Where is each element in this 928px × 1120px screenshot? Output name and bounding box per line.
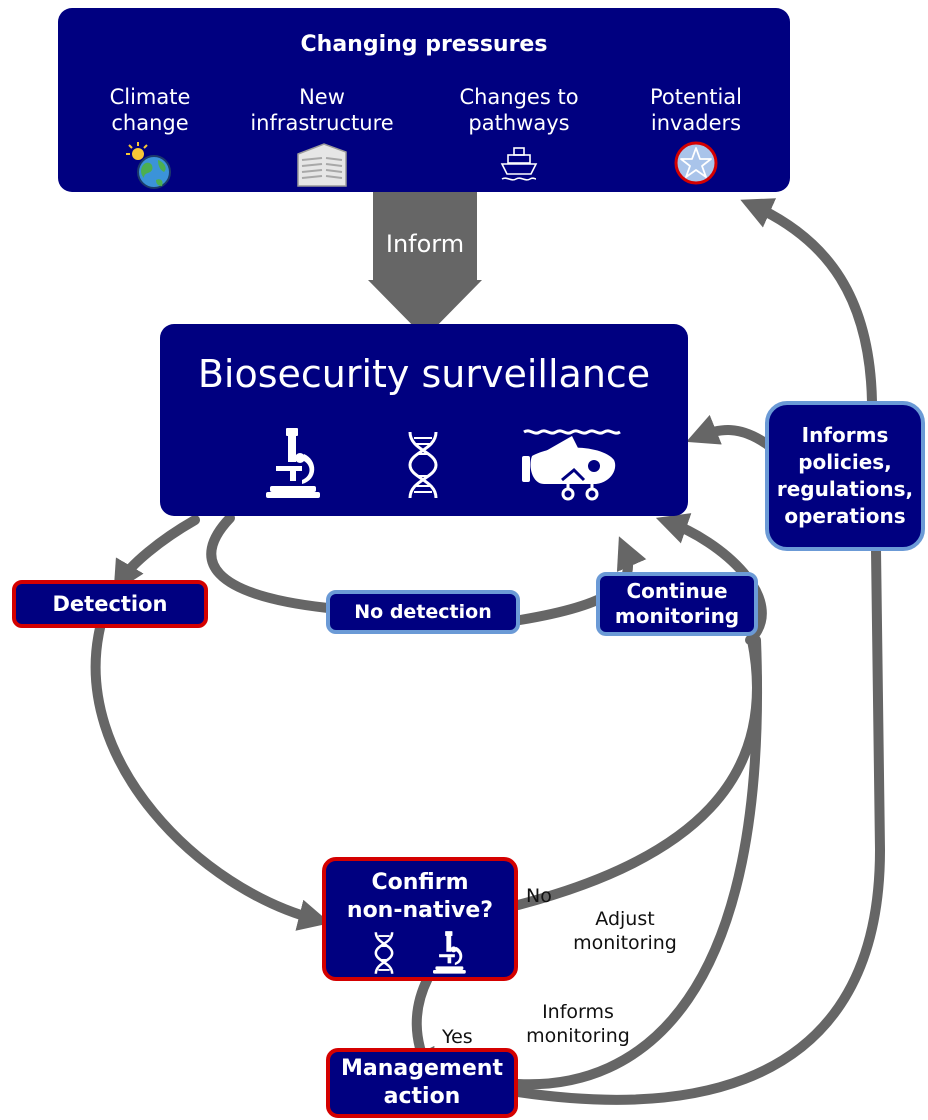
informs-monitoring-line1: Informs <box>542 1001 614 1023</box>
underwater-drone-icon <box>522 429 621 501</box>
biosecurity-surveillance-panel: Biosecurity surveillance <box>160 324 688 516</box>
confirm-icons <box>373 931 467 975</box>
arrow-management-to-policies <box>513 545 886 1105</box>
arrow-policies-to-surveillance <box>686 414 773 450</box>
biosecurity-surveillance-title: Biosecurity surveillance <box>197 352 651 396</box>
pressure-label: pathways <box>468 111 570 135</box>
starfish-icon <box>674 141 718 185</box>
inform-arrow <box>368 190 482 338</box>
pressure-label: invaders <box>650 111 742 135</box>
adjust-monitoring-line1: Adjust <box>595 908 655 930</box>
edge-label-informs-monitoring: Informs monitoring <box>516 1000 640 1048</box>
informs-monitoring-line2: monitoring <box>526 1025 630 1047</box>
pressure-label: Changes to <box>459 85 579 109</box>
edge-label-yes: Yes <box>442 1026 473 1048</box>
pressure-new-infrastructure: New infrastructure <box>237 84 407 188</box>
confirm-line1: Confirm <box>371 870 469 895</box>
arrow-detection-to-confirm <box>90 623 331 931</box>
arrow-confirm-no <box>513 635 762 910</box>
informs-policies-line3: regulations, <box>776 477 914 501</box>
pressure-label: New <box>299 85 345 109</box>
no-detection-node: No detection <box>326 590 520 634</box>
building-icon <box>297 143 347 187</box>
informs-policies-line4: operations <box>784 504 906 528</box>
informs-policies-line1: Informs <box>801 423 889 447</box>
arrow-policies-to-pressures <box>740 198 877 407</box>
arrow-management-informs-monitoring <box>513 635 762 1090</box>
changing-pressures-title: Changing pressures <box>300 32 548 57</box>
continue-monitoring-line1: Continue <box>626 579 728 603</box>
confirm-non-native-node: Confirm non-native? <box>322 857 518 981</box>
pressure-label: Climate <box>109 85 191 109</box>
arrow-to-detection <box>113 515 200 594</box>
confirm-line2: non-native? <box>346 898 494 923</box>
pressure-label: Potential <box>650 85 742 109</box>
adjust-monitoring-line2: monitoring <box>573 932 677 954</box>
edge-label-adjust-monitoring: Adjust monitoring <box>560 907 690 955</box>
dna-icon <box>374 932 394 974</box>
pressure-changes-to-pathways: Changes to pathways <box>434 84 604 184</box>
management-action-node: Management action <box>326 1048 518 1118</box>
pressure-label: infrastructure <box>250 111 394 135</box>
dna-icon <box>408 431 438 499</box>
microscope-icon <box>433 931 466 974</box>
continue-monitoring-node: Continue monitoring <box>596 572 758 636</box>
management-line1: Management <box>341 1056 503 1081</box>
changing-pressures-panel: Changing pressures Climate change New in… <box>58 8 790 192</box>
detection-node: Detection <box>12 580 208 628</box>
microscope-icon <box>266 428 320 498</box>
pressure-label: change <box>111 111 189 135</box>
edge-label-no: No <box>526 885 552 907</box>
globe-sun-icon <box>126 142 171 189</box>
pressure-potential-invaders: Potential invaders <box>611 84 781 186</box>
informs-policies-line2: policies, <box>798 450 892 474</box>
continue-monitoring-line2: monitoring <box>614 604 740 628</box>
inform-arrow-label: Inform <box>385 230 465 258</box>
ship-icon <box>500 147 538 181</box>
arrow-no-detection-loop-left <box>206 513 333 613</box>
informs-policies-node: Informs policies, regulations, operation… <box>765 401 925 551</box>
management-line2: action <box>383 1084 461 1109</box>
pressure-climate-change: Climate change <box>65 84 235 190</box>
